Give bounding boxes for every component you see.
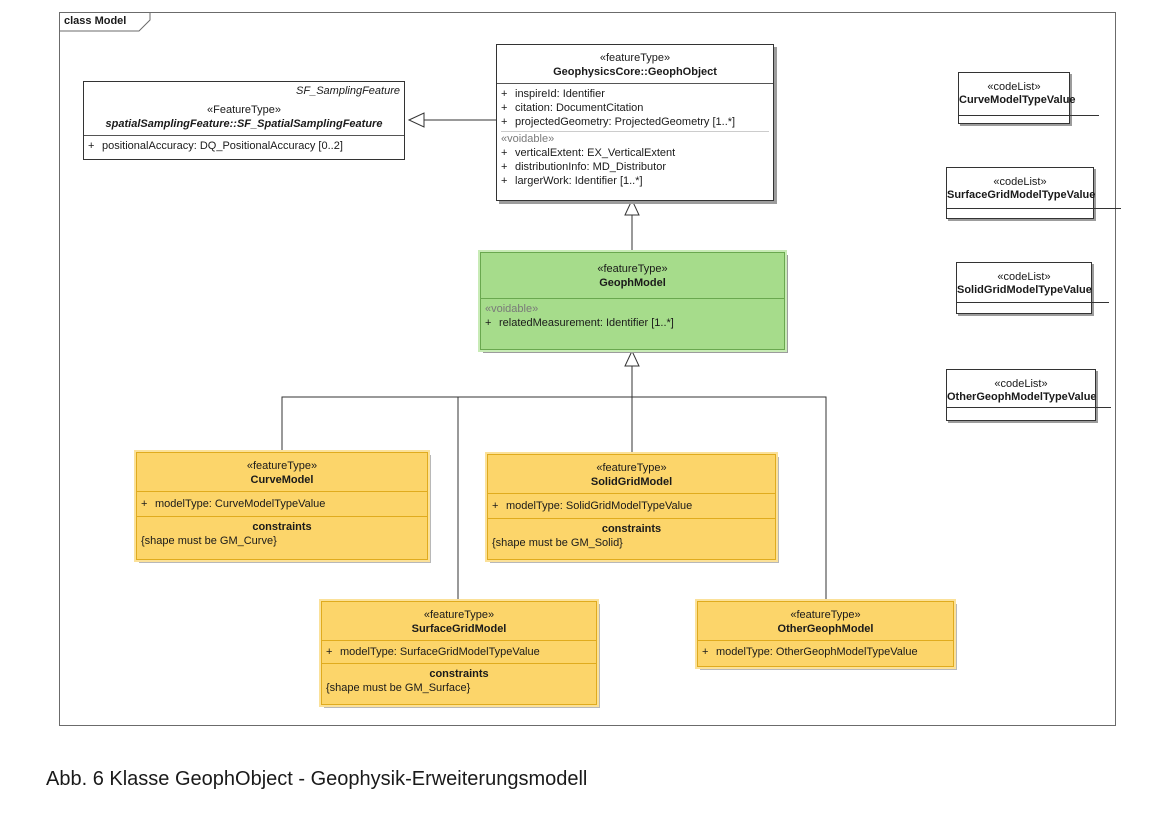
codelist-stereotype: «codeList» [993, 176, 1047, 188]
stereotype-label: «featureType» [596, 462, 667, 474]
codelist-name: SolidGridModelTypeValue [957, 284, 1092, 296]
stereotype-label: «featureType» [246, 460, 318, 472]
class-name: CurveModel [250, 474, 314, 486]
voidable-label: «voidable» [485, 303, 539, 315]
frame-title: class Model [64, 15, 127, 27]
generalization-arrowhead-sampling [407, 112, 425, 128]
attribute-row: +largerWork: Identifier [1..*] [501, 175, 643, 187]
codelist-othergeophmodeltypevalue[interactable]: «codeList» OtherGeophModelTypeValue [946, 369, 1111, 421]
parent-class-label: SF_SamplingFeature [296, 85, 400, 97]
codelist-curvemodeltypevalue[interactable]: «codeList» CurveModelTypeValue [958, 72, 1099, 124]
codelist-divider [947, 407, 1111, 408]
generalization-bus [281, 396, 827, 601]
codelist-name: OtherGeophModelTypeValue [947, 391, 1097, 403]
stereotype-label: «featureType» [597, 263, 668, 275]
codelist-divider [957, 302, 1109, 303]
class-solidgridmodel[interactable]: «featureType» SolidGridModel +modelType:… [487, 454, 776, 560]
class-geophobject[interactable]: «featureType» GeophysicsCore::GeophObjec… [496, 44, 774, 201]
attribute-row: +distributionInfo: MD_Distributor [501, 161, 667, 173]
class-name: OtherGeophModel [777, 623, 874, 635]
class-name: GeophysicsCore::GeophObject [553, 66, 717, 78]
codelist-divider [947, 208, 1121, 209]
codelist-stereotype: «codeList» [997, 271, 1051, 283]
generalization-arrowhead-geophobject [624, 198, 640, 216]
class-name: SolidGridModel [590, 476, 673, 488]
attribute-row: +modelType: SolidGridModelTypeValue [492, 500, 693, 512]
constraint-text: {shape must be GM_Solid} [492, 537, 623, 549]
attribute-row: +verticalExtent: EX_VerticalExtent [501, 147, 676, 159]
class-othergeophmodel[interactable]: «featureType» OtherGeophModel +modelType… [697, 601, 954, 667]
class-geophmodel[interactable]: «featureType» GeophModel «voidable» +rel… [480, 252, 785, 350]
stereotype-label: «featureType» [599, 52, 671, 64]
constraint-text: {shape must be GM_Surface} [326, 682, 471, 694]
frame-tab-shape [59, 12, 151, 32]
attribute-row: +modelType: SurfaceGridModelTypeValue [326, 646, 540, 658]
class-curvemodel[interactable]: «featureType» CurveModel +modelType: Cur… [136, 452, 428, 560]
codelist-name: SurfaceGridModelTypeValue [947, 189, 1096, 201]
codelist-stereotype: «codeList» [994, 378, 1048, 390]
attribute-row: +positionalAccuracy: DQ_PositionalAccura… [88, 140, 343, 152]
codelist-name: CurveModelTypeValue [959, 94, 1076, 106]
attribute-row: +inspireId: Identifier [501, 88, 605, 100]
class-surfacegridmodel[interactable]: «featureType» SurfaceGridModel +modelTyp… [321, 601, 597, 705]
class-name: spatialSamplingFeature::SF_SpatialSampli… [105, 118, 383, 130]
constraints-title: constraints [429, 668, 489, 680]
class-name: GeophModel [599, 277, 666, 289]
figure-caption: Abb. 6 Klasse GeophObject - Geophysik-Er… [46, 768, 588, 790]
attribute-row: +citation: DocumentCitation [501, 102, 644, 114]
attribute-row: +modelType: CurveModelTypeValue [141, 498, 326, 510]
class-name: SurfaceGridModel [411, 623, 507, 635]
codelist-divider [959, 115, 1099, 116]
generalization-arrowhead-geophmodel [624, 349, 640, 367]
attribute-row: +modelType: OtherGeophModelTypeValue [702, 646, 918, 658]
voidable-label: «voidable» [501, 131, 769, 146]
constraints-title: constraints [252, 521, 312, 533]
codelist-surfacegridmodeltypevalue[interactable]: «codeList» SurfaceGridModelTypeValue [946, 167, 1121, 219]
attribute-row: +projectedGeometry: ProjectedGeometry [1… [501, 116, 736, 128]
constraints-title: constraints [601, 523, 662, 535]
stereotype-label: «featureType» [423, 609, 495, 621]
stereotype-label: «featureType» [790, 609, 861, 621]
class-sf-spatial-sampling-feature[interactable]: SF_SamplingFeature «FeatureType» spatial… [83, 81, 405, 160]
codelist-stereotype: «codeList» [987, 81, 1041, 93]
attribute-row: +relatedMeasurement: Identifier [1..*] [485, 317, 674, 329]
stereotype-label: «FeatureType» [207, 104, 281, 116]
codelist-solidgridmodeltypevalue[interactable]: «codeList» SolidGridModelTypeValue [956, 262, 1109, 314]
diagram-frame [59, 12, 1116, 726]
constraint-text: {shape must be GM_Curve} [141, 535, 277, 547]
